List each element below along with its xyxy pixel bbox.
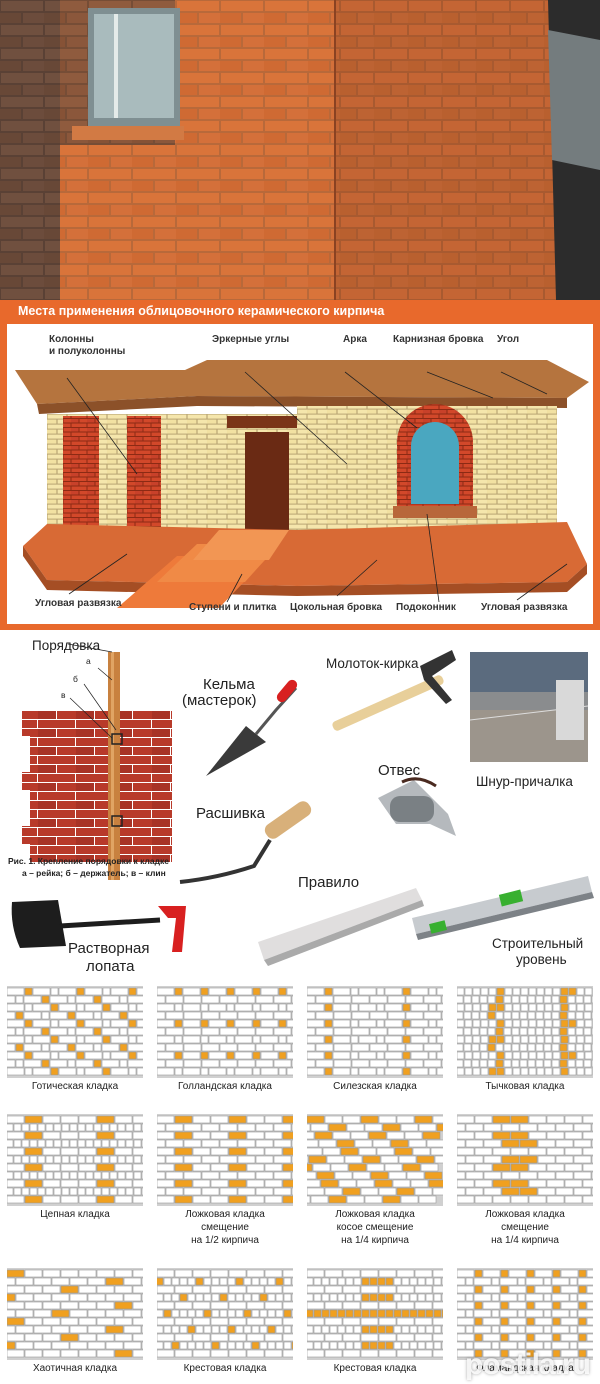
figure-caption-1: Рис. 1. Крепление порядовки к кладке: [8, 856, 169, 866]
watermark: postila.ru: [464, 1348, 591, 1381]
bond-flemish-pattern: [457, 1268, 593, 1360]
label-plinth: Цокольная бровка: [290, 602, 383, 613]
label-shovel-2: лопата: [86, 958, 135, 975]
bond-name: Ложковая кладка: [185, 1209, 265, 1220]
bond-patterns: Готическая кладка Голландская кладка Сил…: [0, 980, 600, 1384]
bond-name: Ложковая кладка: [485, 1209, 565, 1220]
bond-name: Цепная кладка: [40, 1209, 110, 1220]
label-level-2: уровень: [516, 952, 567, 967]
bond-name: Ложковая кладка: [335, 1209, 415, 1220]
label-corner-tie-right: Угловая развязка: [481, 602, 568, 613]
bond-sub: на 1/4 кирпича: [341, 1235, 409, 1246]
bond-dutch-pattern: [157, 986, 293, 1078]
bond-name: Хаотичная кладка: [32, 1363, 118, 1374]
bond-stretcher-half-pattern: [157, 1114, 293, 1206]
label-sill: Подоконник: [396, 602, 456, 613]
bond-silesian: Силезская кладка: [300, 986, 450, 1093]
bond-stretcher-quarter-pattern: [457, 1114, 593, 1206]
bond-sub: смещение: [201, 1222, 249, 1233]
label-corner: Угол: [497, 334, 520, 345]
label-pravilo: Правило: [298, 874, 360, 891]
bond-gothic: Готическая кладка: [0, 986, 150, 1093]
diagram-frame: Колонны и полуколонны Эркерные углы Арка…: [7, 324, 593, 624]
label-level-1: Строительный: [492, 936, 584, 951]
bond-silesian-pattern: [307, 986, 443, 1078]
masonry-tools: Порядовка а б в Кельма (мастерок) Молото…: [0, 630, 600, 980]
facing-brick-usage-diagram: Места применения облицовочного керамичес…: [0, 300, 600, 630]
figure-caption-2: а – рейка; б – держатель; в – клин: [22, 868, 166, 878]
mark-b: б: [73, 674, 78, 684]
bond-cross-2: Крестовая кладка: [300, 1268, 450, 1375]
label-otves: Отвес: [378, 762, 421, 779]
diagram-title: Места применения облицовочного керамичес…: [18, 304, 385, 318]
mark-a: а: [86, 656, 91, 666]
brick-wall-photo: [0, 0, 600, 300]
label-bay-corners: Эркерные углы: [212, 334, 290, 345]
label-kelma-sub: (мастерок): [182, 692, 257, 709]
bond-name: Готическая кладка: [31, 1081, 119, 1092]
label-columns: Колонны и полуколонны: [49, 334, 126, 357]
label-arch: Арка: [343, 334, 367, 345]
bond-name: Крестовая кладка: [333, 1363, 417, 1374]
bond-header: Тычковая кладка: [450, 986, 600, 1093]
bond-chaotic: Хаотичная кладка: [0, 1268, 150, 1375]
label-shovel-1: Растворная: [68, 940, 150, 957]
bond-cross-2-pattern: [307, 1268, 443, 1360]
bond-gothic-pattern: [7, 986, 143, 1078]
label-steps: Ступени и плитка: [189, 602, 277, 613]
label-cord: Шнур-причалка: [476, 774, 573, 789]
bond-name: Фламандская кладка: [476, 1363, 574, 1374]
bond-stretcher-half: Ложковая кладка смещение на 1/2 кирпича: [150, 1114, 300, 1247]
bond-chaotic-pattern: [7, 1268, 143, 1360]
label-cornice: Карнизная бровка: [393, 334, 484, 345]
label-corner-tie-left: Угловая развязка: [35, 598, 122, 609]
bond-chain-pattern: [7, 1114, 143, 1206]
bond-cross-1-pattern: [157, 1268, 293, 1360]
bond-stretcher-diagonal-pattern: [307, 1114, 443, 1206]
bond-name: Голландская кладка: [178, 1081, 272, 1092]
bond-name: Тычковая кладка: [485, 1081, 565, 1092]
label-poryadovka: Порядовка: [32, 638, 101, 653]
bond-sub: смещение: [501, 1222, 549, 1233]
bond-sub: на 1/4 кирпича: [491, 1235, 559, 1246]
bond-dutch: Голландская кладка: [150, 986, 300, 1093]
label-kelma: Кельма: [203, 676, 255, 693]
mark-v: в: [61, 690, 66, 700]
bond-chain: Цепная кладка: [0, 1114, 150, 1221]
bond-sub: на 1/2 кирпича: [191, 1235, 259, 1246]
bond-name: Крестовая кладка: [183, 1363, 267, 1374]
bond-name: Силезская кладка: [333, 1081, 417, 1092]
bond-sub: косое смещение: [336, 1222, 414, 1233]
label-hammer: Молоток-кирка: [326, 656, 419, 671]
label-rasshivka: Расшивка: [196, 805, 265, 822]
bond-stretcher-quarter: Ложковая кладка смещение на 1/4 кирпича: [450, 1114, 600, 1247]
bond-cross-1: Крестовая кладка: [150, 1268, 300, 1375]
bond-stretcher-diagonal: Ложковая кладка косое смещение на 1/4 ки…: [300, 1114, 450, 1247]
bond-header-pattern: [457, 986, 593, 1078]
bond-flemish: Фламандская кладка: [450, 1268, 600, 1375]
